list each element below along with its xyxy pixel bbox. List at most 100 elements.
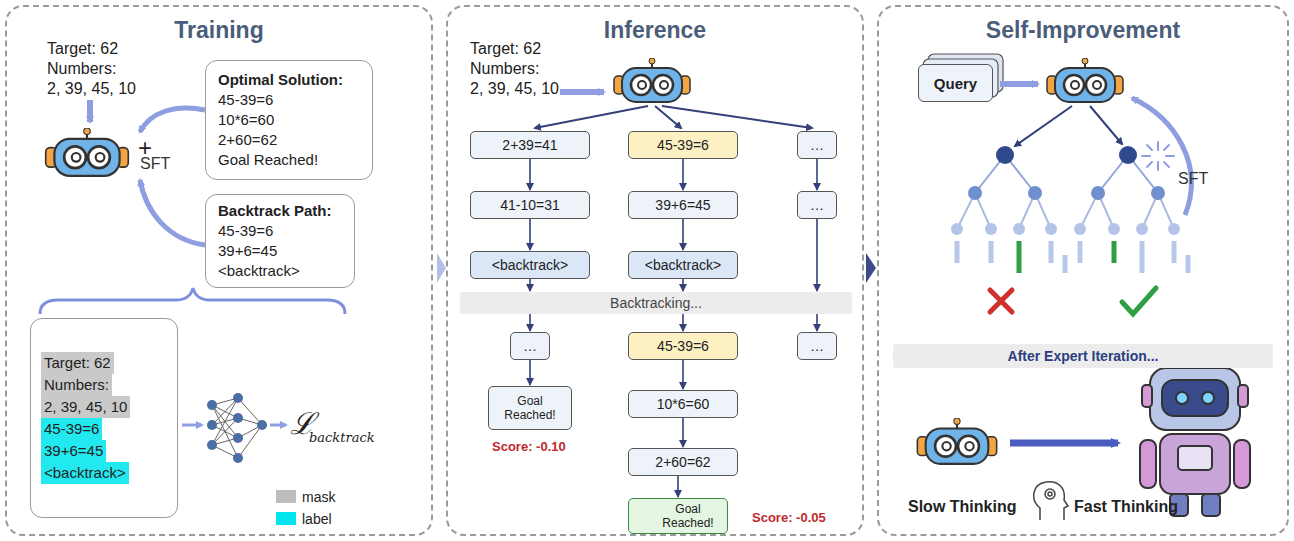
flow-arrow <box>682 159 684 190</box>
panel: Self-ImprovementQueryAfter Expert Iterat… <box>877 5 1289 536</box>
node-text: … <box>810 197 824 213</box>
label-text-holder: Score: -0.05 <box>752 508 826 526</box>
label-text: Target: 62 <box>47 40 118 57</box>
label-text-holder: Slow Thinking <box>908 498 1016 516</box>
node-text: 45-39=6 <box>657 137 709 153</box>
node-text: 2, 39, 45, 10 <box>41 396 130 418</box>
heading: Training <box>7 17 431 44</box>
training-sequence: Target: 62Numbers:2, 39, 45, 1045-39=639… <box>30 318 178 518</box>
backtrack-token: <backtrack> <box>628 251 738 279</box>
label-text-holder: 2, 39, 45, 10 <box>47 80 136 98</box>
step-box: 41-10=31 <box>470 191 590 219</box>
node-text: <backtrack> <box>41 462 129 484</box>
heading: Self-Improvement <box>879 17 1287 44</box>
node-text: <backtrack> <box>218 261 300 281</box>
solution-box: Optimal Solution:45-39=610*6=602+60=62Go… <box>205 60 373 180</box>
flow-arrow <box>816 159 818 190</box>
step-box: 45-39=6 <box>628 131 738 159</box>
stage-band: Backtracking... <box>460 292 852 314</box>
node-text: <backtrack> <box>492 257 568 273</box>
flow-arrow <box>677 476 679 497</box>
label-text-holder: backtrack <box>309 428 375 446</box>
node-text: Goal Reached! <box>218 150 318 170</box>
flow-arrow <box>816 219 818 291</box>
heading: Inference <box>448 17 862 44</box>
node-text: Target: 62 <box>41 352 114 374</box>
label-text: 2, 39, 45, 10 <box>470 80 559 97</box>
legend-text-holder: label <box>302 510 332 528</box>
label-text-holder: Numbers: <box>47 60 116 78</box>
backtrack-token: <backtrack> <box>470 251 590 279</box>
step-box: 2+60=62 <box>628 448 738 476</box>
flow-arrow <box>529 159 531 190</box>
label-text: Numbers: <box>470 60 539 77</box>
node-text: 10*6=60 <box>218 110 274 130</box>
node-text: Backtracking... <box>610 295 702 311</box>
node-text: 41-10=31 <box>500 197 560 213</box>
node-text: 2+60=62 <box>218 130 277 150</box>
node-text: 39+6=45 <box>41 440 106 462</box>
node-text: 39+6=45 <box>218 241 277 261</box>
goal-box: Goal Reached! <box>488 386 572 430</box>
label-text-holder: Numbers: <box>470 60 539 78</box>
label-text: Slow Thinking <box>908 498 1016 515</box>
legend-text-holder: mask <box>302 488 335 506</box>
label-text: Score: -0.05 <box>752 510 826 525</box>
label-text-holder: Score: -0.10 <box>492 437 566 455</box>
backtrack-box: Backtrack Path:45-39=639+6=45<backtrack> <box>205 194 355 288</box>
label-text-holder: 2, 39, 45, 10 <box>470 80 559 98</box>
flow-arrow <box>816 314 818 331</box>
label-text: Score: -0.10 <box>492 439 566 454</box>
step-box: 39+6=45 <box>628 191 738 219</box>
flow-arrow <box>529 360 531 385</box>
label-text: Target: 62 <box>470 40 541 57</box>
label-text: backtrack <box>309 430 375 445</box>
legend-text: label <box>302 511 332 527</box>
node-text: 2+60=62 <box>655 454 710 470</box>
node-text: 45-39=6 <box>41 418 102 440</box>
flow-arrow <box>682 279 684 291</box>
label-text: SFT <box>1178 170 1208 187</box>
node-text: 45-39=6 <box>218 221 273 241</box>
node-text: Numbers: <box>41 374 112 396</box>
label-text: Numbers: <box>47 60 116 77</box>
node-text: <backtrack> <box>645 257 721 273</box>
label-text: 2, 39, 45, 10 <box>47 80 136 97</box>
legend-text: mask <box>302 489 335 505</box>
flow-arrow <box>682 314 684 331</box>
label-text-holder: SFT <box>140 155 170 173</box>
node-text: Query <box>934 75 977 92</box>
flow-arrow <box>682 360 684 389</box>
label-text-holder: Target: 62 <box>470 40 541 58</box>
label-text-holder: Target: 62 <box>47 40 118 58</box>
node-text: Goal Reached! <box>655 502 721 530</box>
stage-band: After Expert Iteration... <box>893 344 1273 368</box>
query-box: Query <box>918 64 993 102</box>
step-box: 45-39=6 <box>628 332 738 360</box>
label-text: SFT <box>140 155 170 172</box>
step-box: … <box>510 332 550 360</box>
node-text: Goal Reached! <box>495 394 565 422</box>
flow-arrow <box>529 314 531 331</box>
flow-arrow <box>529 219 531 250</box>
label-text: Fast Thinking <box>1074 498 1178 515</box>
node-text: 10*6=60 <box>657 396 710 412</box>
heading: Optimal Solution: <box>218 70 343 90</box>
step-box: 10*6=60 <box>628 390 738 418</box>
step-box: … <box>797 131 837 159</box>
node-text: 39+6=45 <box>655 197 710 213</box>
node-text: … <box>810 338 824 354</box>
node-text: 2+39=41 <box>502 137 557 153</box>
step-box: … <box>797 191 837 219</box>
legend-swatch <box>276 512 296 525</box>
node-text: 45-39=6 <box>218 90 273 110</box>
flow-arrow <box>682 418 684 447</box>
heading: Backtrack Path: <box>218 201 331 221</box>
flow-arrow <box>682 219 684 250</box>
step-box: 2+39=41 <box>470 131 590 159</box>
node-text: 45-39=6 <box>657 338 709 354</box>
label-text-holder: Fast Thinking <box>1074 498 1178 516</box>
node-text: … <box>810 137 824 153</box>
node-text: … <box>523 338 537 354</box>
legend-swatch <box>276 490 296 503</box>
